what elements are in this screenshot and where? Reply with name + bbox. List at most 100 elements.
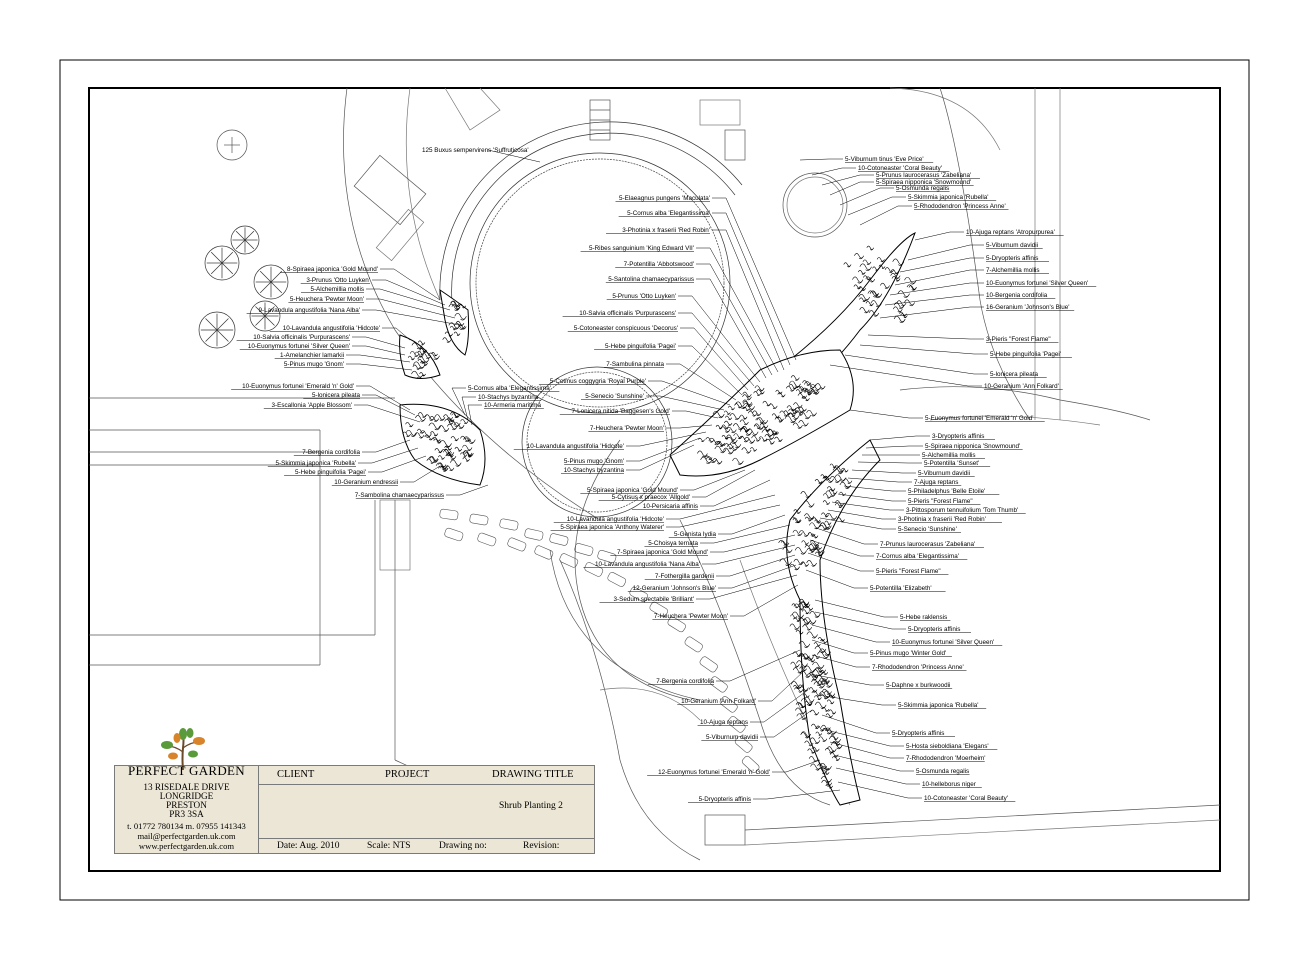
shrub-symbol (460, 452, 468, 457)
tree-branch (270, 270, 283, 283)
shrub-symbol (815, 383, 826, 390)
shrub-symbol (798, 420, 809, 427)
tree-branch (244, 230, 255, 241)
plant-label: 10-Euonymus fortunei 'Emerald 'n' Gold' (242, 383, 354, 390)
leader-line (610, 534, 796, 556)
shrub-symbol (804, 381, 817, 389)
shrub-symbol (853, 284, 862, 290)
paving-stone (597, 549, 617, 563)
shrub-symbol (742, 391, 752, 398)
leader-line (829, 181, 974, 196)
plant-label: 5-Potentilla 'Elizabeth' (870, 585, 932, 592)
shrub-symbol (821, 512, 829, 518)
shrub-symbol (717, 440, 725, 446)
shrub-symbol (802, 624, 813, 631)
leader-line (293, 439, 411, 456)
plant-label: 5-Osmunda regalis (896, 185, 949, 192)
shrub-symbol (788, 412, 796, 417)
shrub-symbol (804, 516, 813, 522)
shrub-symbol (409, 351, 420, 357)
shrub-symbol (413, 361, 426, 369)
leader-line (303, 394, 416, 416)
shrub-symbol (700, 456, 713, 464)
shrub-symbol (804, 545, 815, 551)
tree-branch (235, 230, 246, 241)
leader-line (819, 517, 961, 533)
leader-line (843, 485, 1000, 495)
email-address[interactable]: mail@perfectgarden.uk.com (137, 831, 236, 841)
leader-lines (231, 158, 1097, 803)
plant-label: 5-Hebe raklensis (900, 614, 947, 621)
shrub-symbol (795, 407, 804, 413)
shrub-symbol (751, 435, 761, 442)
shrub-symbol (800, 491, 812, 498)
shrub-symbol (754, 385, 765, 392)
plant-label: 7-Lonicera nitida 'Baggesen's Gold' (572, 408, 670, 415)
plant-label: 3-Sedum spectabile 'Brilliant' (614, 596, 694, 603)
leader-line (644, 524, 791, 547)
bed-lower-right-arm (786, 439, 881, 806)
leader-line (627, 564, 797, 592)
shrub-symbol (445, 453, 457, 460)
shrub-symbol (829, 476, 841, 483)
shrub-symbol (811, 673, 819, 678)
shrub-symbol (859, 263, 872, 271)
leader-line (814, 611, 971, 633)
shrub-symbol (812, 517, 821, 523)
plant-label: 3-Pieris "Forest Flame" (986, 336, 1051, 343)
plant-label: 5-Santolina chamaecyparissus (608, 276, 694, 283)
shrub-symbol (832, 740, 841, 746)
shrub-symbol (824, 727, 837, 735)
shrub-symbol (789, 380, 801, 388)
shrub-symbol (859, 307, 870, 314)
phone-numbers: t. 01772 780134 m. 07955 141343 (127, 821, 246, 831)
plant-label: 10-Geranium 'Ann Folkard' (984, 383, 1059, 390)
paving-stone (507, 537, 527, 552)
leader-line (867, 334, 1059, 343)
leader-line (847, 196, 997, 216)
plant-label: 10-Salvia officinalis 'Purpurascens' (253, 334, 350, 341)
shrub-symbol (788, 383, 798, 390)
shrub-symbol (443, 449, 455, 457)
website-address[interactable]: www.perfectgarden.uk.com (138, 841, 235, 851)
plant-label: 7-Heuchera 'Pewter Moon' (654, 613, 728, 620)
shrub-symbol (790, 516, 801, 524)
shrub-symbol (723, 443, 734, 450)
shrub-symbol (733, 433, 743, 440)
shrub-symbol (806, 631, 818, 639)
shrub-symbol (832, 467, 844, 475)
plant-label: 5-Heuchera 'Pewter Moon' (290, 296, 364, 303)
plant-label: 5-Dryopteris affinis (908, 626, 960, 633)
plant-label: 7-Prunus laurocerasus 'Zabeliana' (880, 541, 975, 548)
plant-label: 5-Euonymus fortunei 'Emerald 'n' Gold' (925, 415, 1033, 422)
tree-branch (255, 306, 266, 317)
leader-line (839, 187, 950, 206)
plant-label: 10-Cotoneaster 'Coral Beauty' (924, 795, 1008, 802)
shrub-symbol (858, 270, 866, 275)
shrub-symbol (768, 429, 778, 435)
plant-label: 5-Pinus mugo 'Gnom' (564, 458, 624, 465)
tree-branch (210, 262, 223, 275)
shrub-symbol (427, 352, 440, 360)
shrub-symbol (834, 474, 847, 482)
shrub-symbol (876, 257, 885, 263)
shrub-symbol (893, 306, 903, 313)
shrub-symbol (462, 457, 470, 462)
shrub-symbol (795, 702, 806, 709)
leader-line (914, 231, 1064, 241)
shrub-symbol (732, 423, 744, 430)
shrub-symbol (786, 385, 796, 392)
leader-line (301, 288, 451, 311)
shrub-symbol (809, 542, 820, 549)
shrub-symbol (444, 445, 452, 451)
leader-line (604, 363, 737, 401)
shrub-symbol (904, 276, 917, 285)
leader-line (811, 639, 952, 657)
plant-label: 5-Alchemillia mollis (310, 286, 364, 293)
tree-symbol (198, 311, 236, 349)
shrub-symbol (811, 723, 820, 730)
leader-line (859, 344, 1072, 358)
shrub-symbol (726, 443, 739, 451)
shrub-symbol (798, 617, 811, 626)
shrub-symbol (714, 445, 727, 454)
